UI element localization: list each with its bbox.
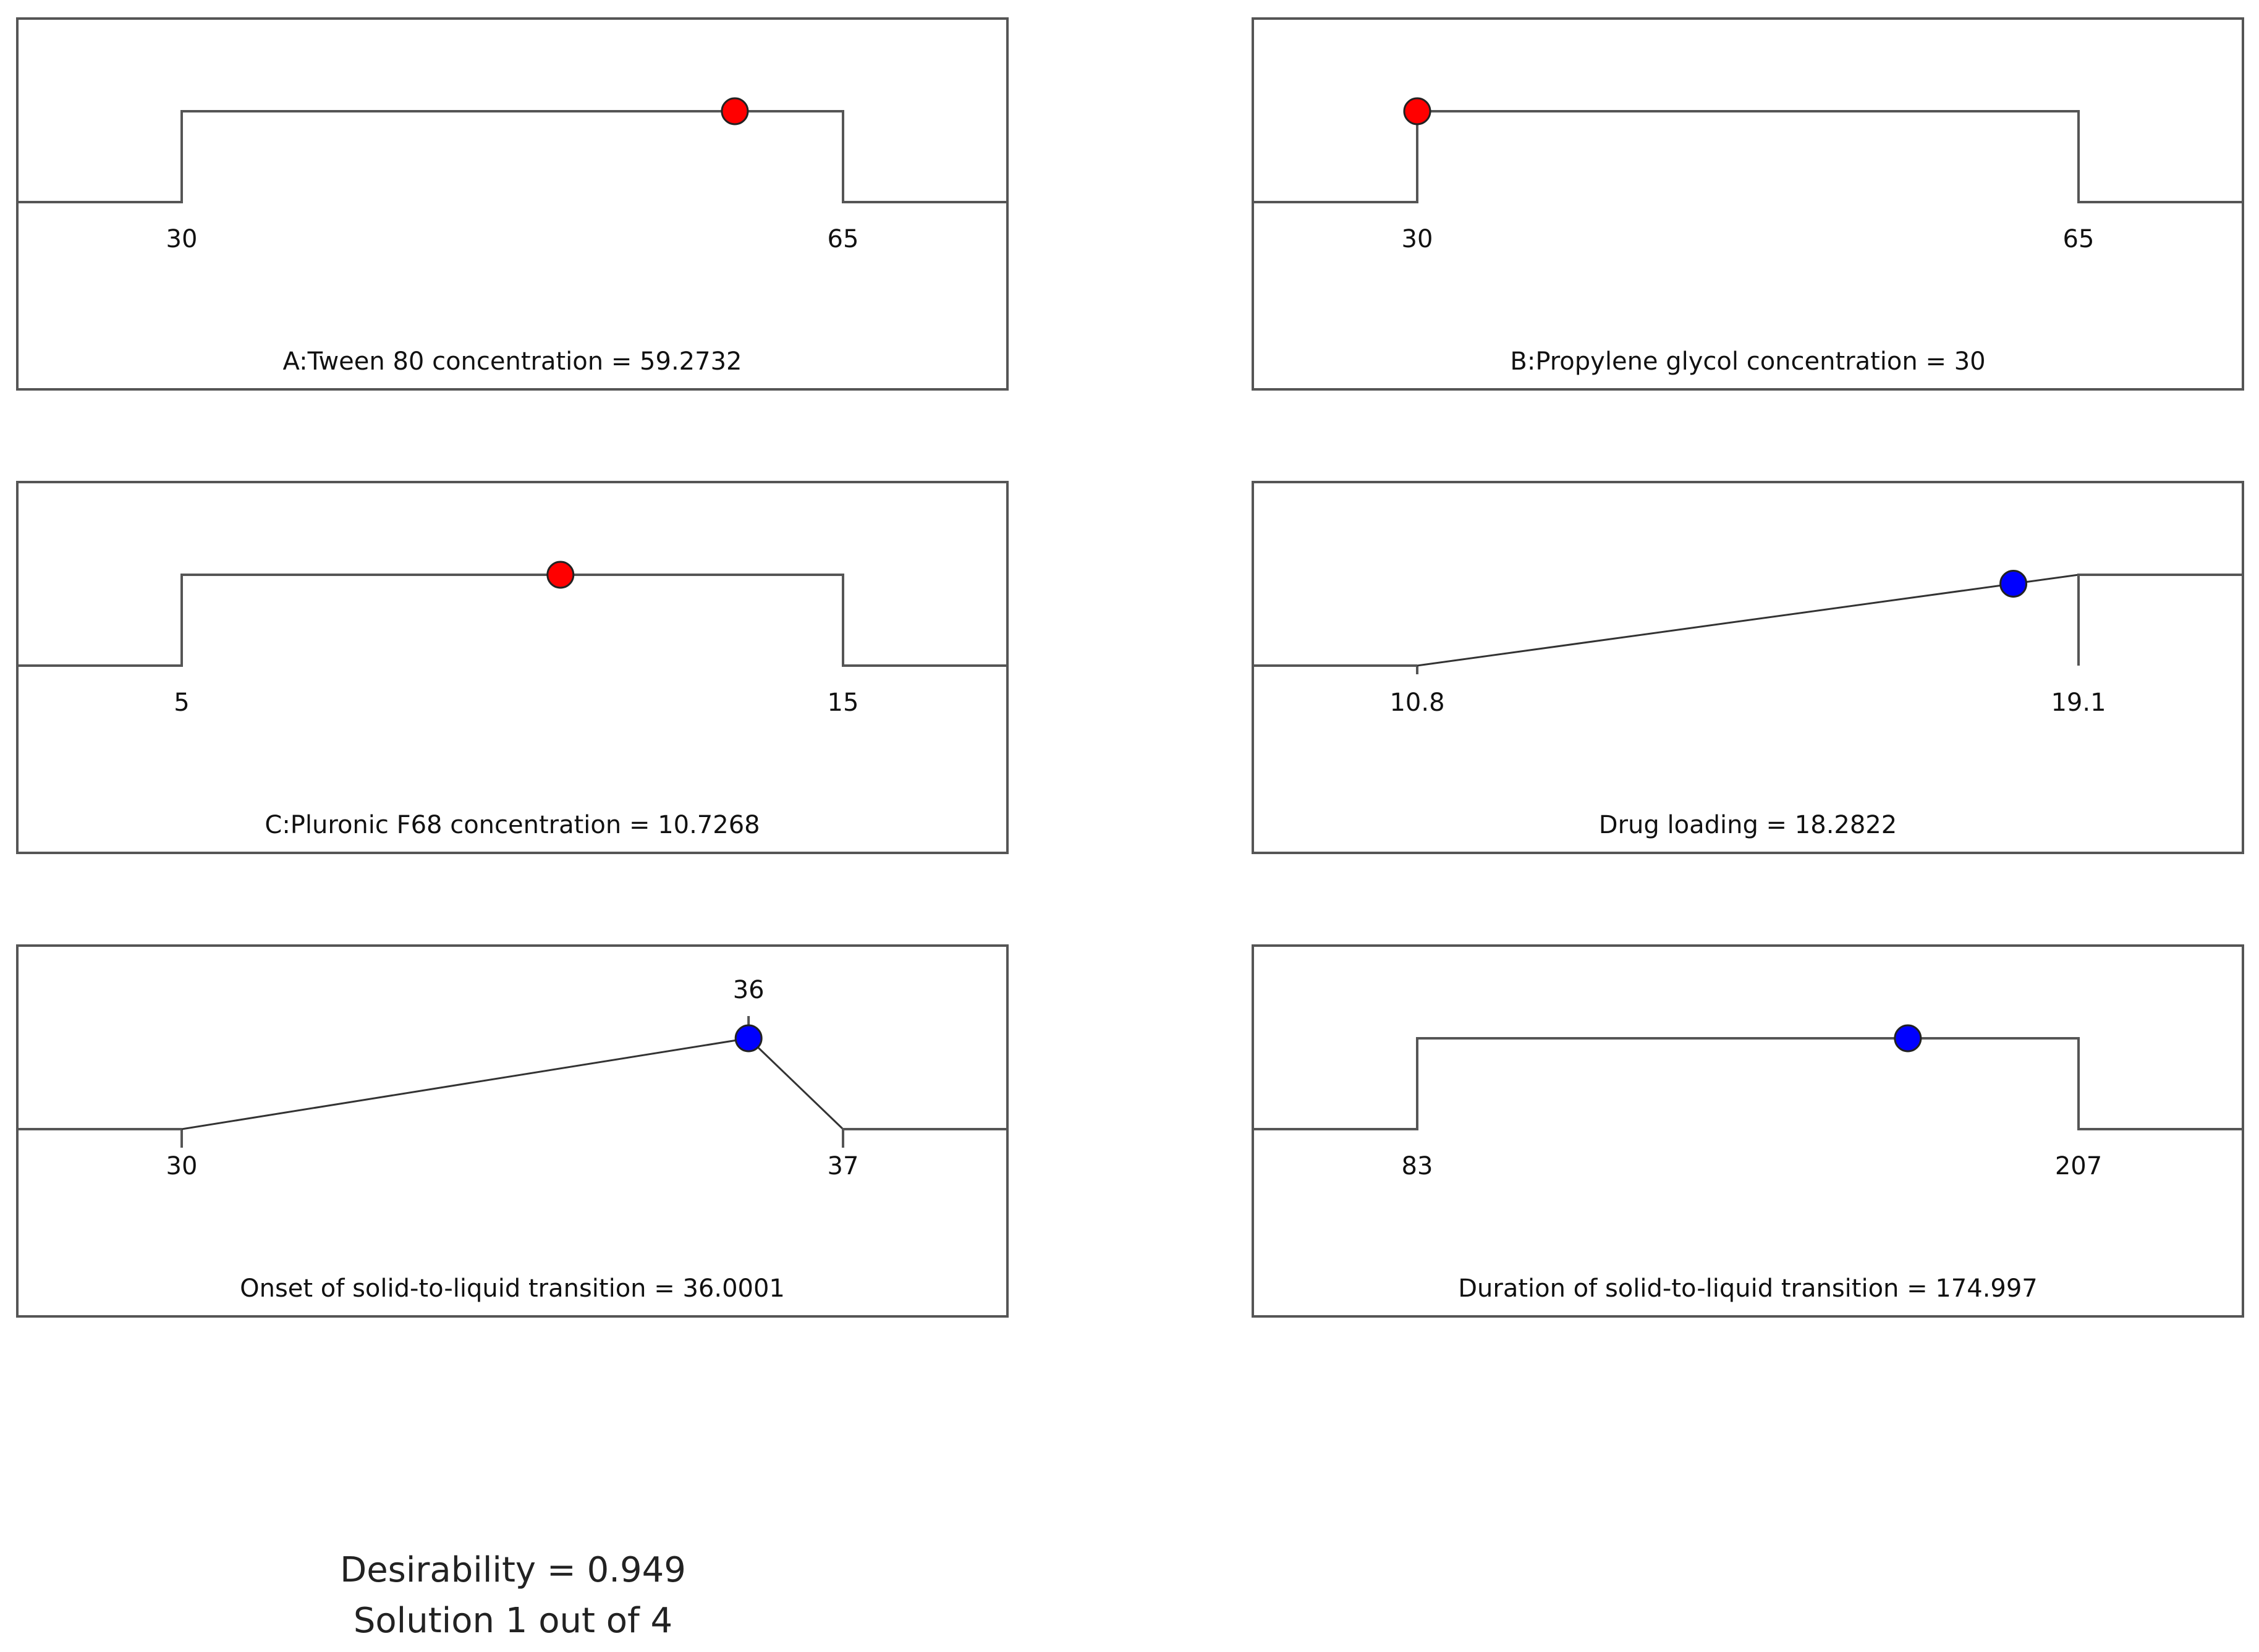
tick-label-high: 37	[828, 1152, 859, 1180]
tick-label-high: 15	[828, 688, 859, 717]
desirability-ramp	[1253, 110, 2243, 203]
tick-label-low: 10.8	[1389, 688, 1444, 717]
panel-label: Onset of solid-to-liquid transition = 36…	[240, 1274, 785, 1303]
tick-label-low: 30	[1402, 225, 1433, 253]
tick-label-high: 19.1	[2051, 688, 2106, 717]
desirability-ramp-up	[181, 1037, 749, 1130]
value-point	[721, 97, 749, 125]
desirability-ramp-slope	[1417, 574, 2079, 667]
value-point	[1999, 569, 2028, 598]
solution-text: Solution 1 out of 4	[353, 1601, 673, 1641]
value-point	[1894, 1024, 1922, 1053]
tick-label-high: 65	[2063, 225, 2095, 253]
desirability-ramp-high	[842, 1128, 1007, 1148]
panel-frame	[1252, 481, 2244, 854]
tick-label-low: 30	[166, 225, 198, 253]
tick-label-high: 65	[828, 225, 859, 253]
panel-frame	[16, 17, 1009, 391]
desirability-ramp-down	[748, 1037, 844, 1130]
tick-label-low: 83	[1402, 1152, 1433, 1180]
panel-frame	[1252, 17, 2244, 391]
panel-frame	[1252, 944, 2244, 1318]
value-point	[734, 1024, 763, 1053]
value-point	[1403, 97, 1431, 125]
desirability-ramp-high	[2077, 574, 2243, 666]
tick-label-low: 30	[166, 1152, 198, 1180]
tick-label-low: 5	[174, 688, 189, 717]
panel-frame	[16, 944, 1009, 1318]
value-point	[546, 561, 575, 589]
panel-label: B:Propylene glycol concentration = 30	[1510, 347, 1985, 376]
panel-frame	[16, 481, 1009, 854]
panel-label: Duration of solid-to-liquid transition =…	[1458, 1274, 2038, 1303]
panel-label: Drug loading = 18.2822	[1599, 811, 1897, 839]
desirability-ramp	[1253, 1037, 2243, 1130]
desirability-ramp	[17, 110, 1007, 203]
tick-label-high: 207	[2055, 1152, 2102, 1180]
tick-label-target: 36	[733, 976, 765, 1004]
desirability-text: Desirability = 0.949	[340, 1550, 686, 1590]
desirability-ramp	[17, 574, 1007, 667]
panel-label: A:Tween 80 concentration = 59.2732	[283, 347, 742, 376]
panel-label: C:Pluronic F68 concentration = 10.7268	[265, 811, 760, 839]
